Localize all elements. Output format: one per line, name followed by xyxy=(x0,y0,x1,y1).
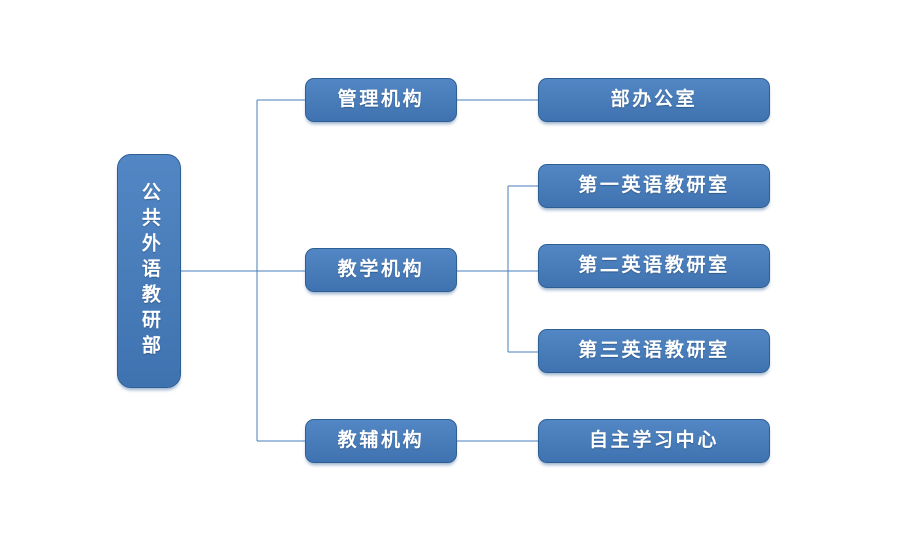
node-leaf-third-english-teaching-office-label: 第三英语教研室 xyxy=(578,339,730,362)
node-root-label: 公共外语教研部 xyxy=(138,181,161,361)
node-leaf-first-english-teaching-office[interactable]: 第一英语教研室 xyxy=(538,164,770,208)
node-leaf-third-english-teaching-office[interactable]: 第三英语教研室 xyxy=(538,329,770,373)
node-leaf-autonomous-learning-center[interactable]: 自主学习中心 xyxy=(538,419,770,463)
node-branch-teaching-label: 教学机构 xyxy=(337,258,425,281)
node-leaf-second-english-teaching-office[interactable]: 第二英语教研室 xyxy=(538,244,770,288)
node-branch-teaching[interactable]: 教学机构 xyxy=(305,248,457,292)
node-branch-teaching-support-label: 教辅机构 xyxy=(337,429,425,452)
node-branch-teaching-support[interactable]: 教辅机构 xyxy=(305,419,457,463)
node-leaf-first-english-teaching-office-label: 第一英语教研室 xyxy=(578,174,730,197)
node-leaf-department-office[interactable]: 部办公室 xyxy=(538,78,770,122)
node-branch-management[interactable]: 管理机构 xyxy=(305,78,457,122)
node-branch-management-label: 管理机构 xyxy=(337,88,425,111)
node-leaf-second-english-teaching-office-label: 第二英语教研室 xyxy=(578,254,730,277)
node-leaf-autonomous-learning-center-label: 自主学习中心 xyxy=(589,429,719,452)
node-root-public-foreign-language-department[interactable]: 公共外语教研部 xyxy=(117,154,181,388)
node-leaf-department-office-label: 部办公室 xyxy=(610,88,698,111)
